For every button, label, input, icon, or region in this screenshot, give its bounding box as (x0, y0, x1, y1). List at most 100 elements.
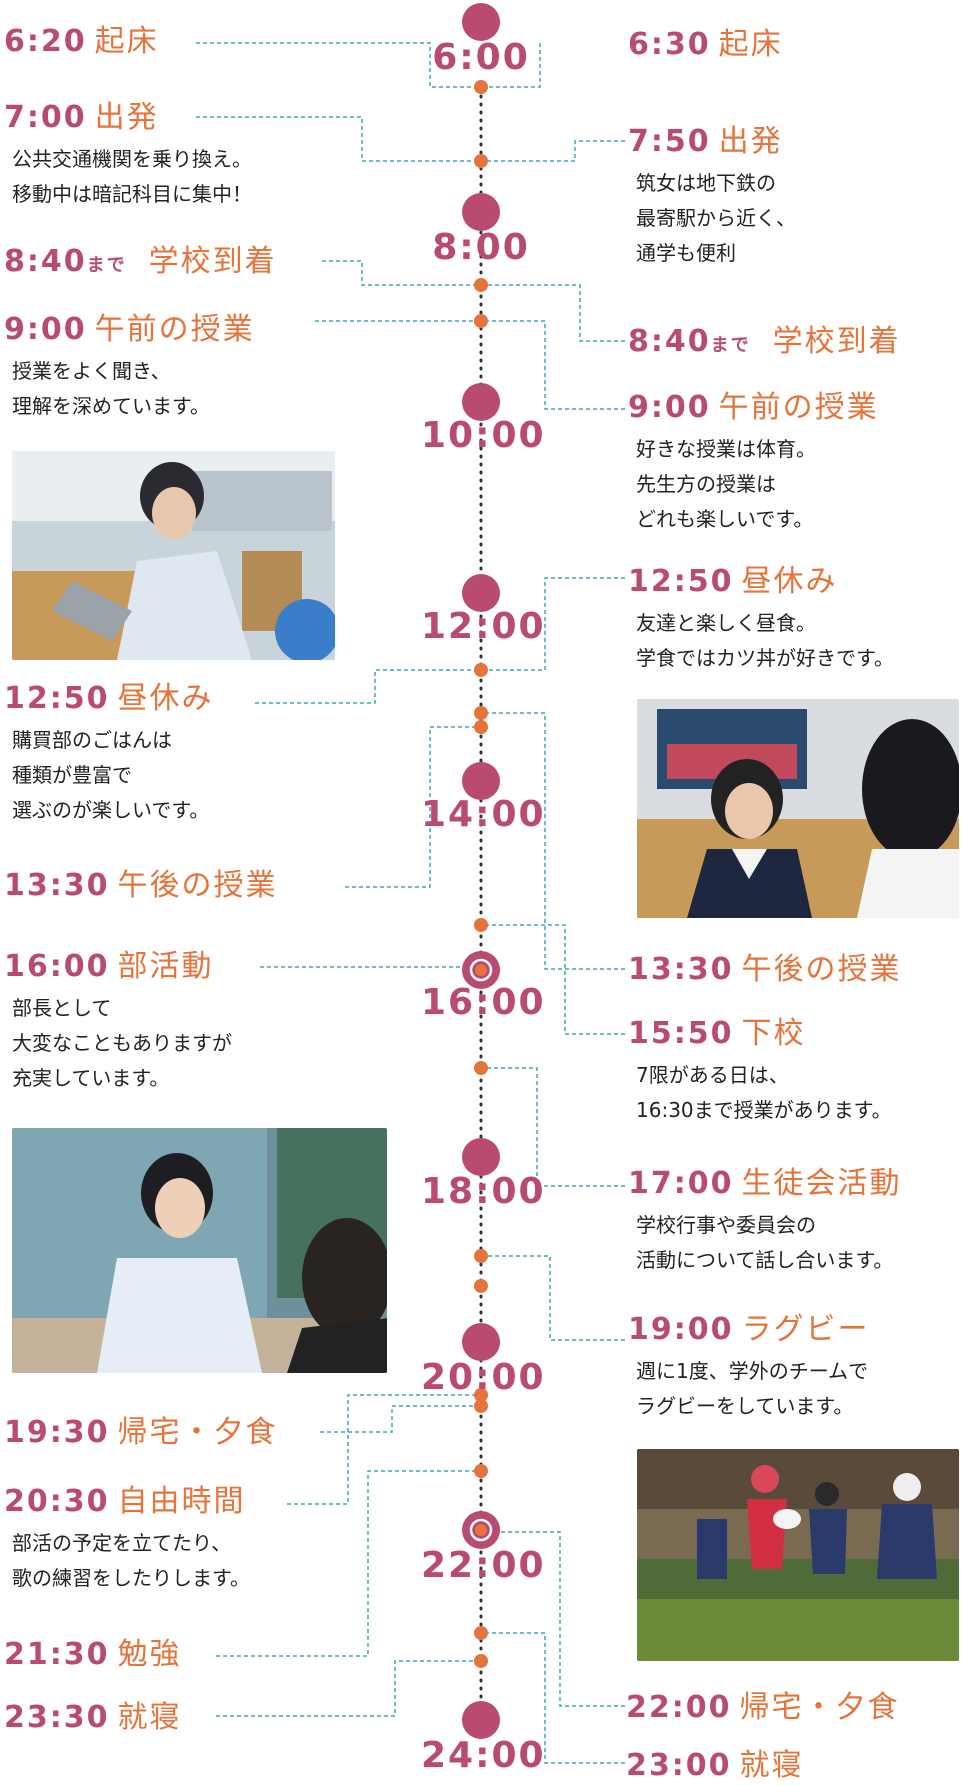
event-time: 20:30 (4, 1484, 110, 1519)
left-event-arrive: 8:40まで学校到着 (4, 242, 277, 286)
event-time: 9:00 (4, 312, 87, 347)
photo-rugby (637, 1449, 959, 1661)
connector-line (481, 712, 625, 970)
event-description: 好きな授業は体育。 先生方の授業は どれも楽しいです。 (636, 437, 816, 531)
event-dot (474, 154, 488, 168)
event-name: 午後の授業 (741, 952, 902, 987)
connector-line (196, 42, 481, 88)
event-time: 22:00 (626, 1690, 732, 1725)
event-dot (474, 1654, 488, 1668)
event-time: 9:00 (628, 390, 711, 425)
event-name: 就寝 (739, 1748, 804, 1783)
event-name: 午後の授業 (117, 868, 278, 903)
event-dot (474, 706, 488, 720)
hour-label: 14:00 (421, 794, 546, 835)
event-name: 就寝 (117, 1700, 182, 1735)
event-time: 7:50 (628, 124, 711, 159)
event-name: 帰宅・夕食 (117, 1415, 278, 1450)
event-dot (474, 663, 488, 677)
hour-label: 22:00 (421, 1545, 546, 1586)
event-dot (474, 1399, 488, 1413)
event-dot (474, 314, 488, 328)
event-dot (474, 1626, 488, 1640)
connector-line (481, 320, 625, 410)
event-description: 週に1度、学外のチームで ラグビーをしています。 (636, 1359, 869, 1418)
connector-line (322, 260, 481, 286)
hour-label: 6:00 (432, 37, 530, 78)
event-name: 生徒会活動 (741, 1166, 902, 1201)
event-name: 下校 (741, 1016, 806, 1051)
hour-node (462, 762, 500, 800)
event-description: 授業をよく聞き、 理解を深めています。 (12, 359, 210, 418)
connector-line (287, 1394, 481, 1505)
hour-node (462, 1701, 500, 1739)
event-name: 起床 (718, 27, 783, 62)
event-time: 16:00 (4, 949, 110, 984)
photo-classroom-tablet (12, 451, 335, 660)
event-time: 23:30 (4, 1700, 110, 1735)
event-suffix: まで (710, 335, 751, 356)
event-name: 昼休み (117, 681, 214, 716)
hour-node (462, 383, 500, 421)
event-description: 部長として 大変なこともありますが 充実しています。 (12, 996, 232, 1090)
connector-line (196, 116, 481, 162)
event-description: 友達と楽しく昼食。 学食ではカツ丼が好きです。 (636, 611, 894, 670)
event-dot (474, 1388, 488, 1402)
event-dot (474, 1061, 488, 1075)
event-time: 8:40 (4, 244, 87, 279)
event-description: 部活の予定を立てたり、 歌の練習をしたりします。 (12, 1531, 250, 1590)
event-name: 午前の授業 (94, 312, 255, 347)
event-time: 6:20 (4, 24, 87, 59)
event-name: 午前の授業 (718, 390, 879, 425)
photo-lunch-chat (637, 699, 959, 918)
hour-node (462, 3, 500, 41)
connector-line (481, 284, 625, 342)
right-event-arrive: 8:40まで学校到着 (628, 322, 901, 366)
hour-label: 16:00 (421, 982, 546, 1023)
ring-marker (469, 1518, 493, 1542)
event-name: 帰宅・夕食 (739, 1690, 900, 1725)
hour-label: 24:00 (421, 1735, 546, 1776)
hour-label: 10:00 (421, 415, 546, 456)
event-suffix: まで (86, 255, 127, 276)
event-name: 起床 (94, 24, 159, 59)
event-description: 学校行事や委員会の 活動について話し合います。 (636, 1213, 894, 1272)
event-name: 出発 (718, 124, 783, 159)
hour-node (462, 1138, 500, 1176)
event-name: 学校到着 (772, 324, 901, 359)
ring-dot (475, 1524, 487, 1536)
event-time: 7:00 (4, 100, 87, 135)
connector-line (481, 924, 625, 1035)
hour-label: 12:00 (421, 606, 546, 647)
event-name: 部活動 (117, 949, 214, 984)
event-description: 購買部のごはんは 種類が豊富で 選ぶのが楽しいです。 (12, 728, 210, 822)
event-time: 19:00 (628, 1312, 734, 1347)
hour-label: 8:00 (432, 227, 530, 268)
photo-club-speaking (12, 1128, 387, 1373)
ring-dot (475, 964, 487, 976)
connector-line (481, 1067, 625, 1187)
connector-line (481, 43, 541, 88)
connector-line (255, 669, 481, 704)
event-dot (474, 1279, 488, 1293)
event-time: 13:30 (628, 952, 734, 987)
event-dot (474, 720, 488, 734)
event-dot (474, 1249, 488, 1263)
connector-line (216, 1660, 481, 1717)
connector-line (481, 140, 625, 162)
event-name: 自由時間 (117, 1484, 246, 1519)
event-time: 17:00 (628, 1166, 734, 1201)
connector-line (481, 1255, 625, 1341)
event-time: 19:30 (4, 1415, 110, 1450)
